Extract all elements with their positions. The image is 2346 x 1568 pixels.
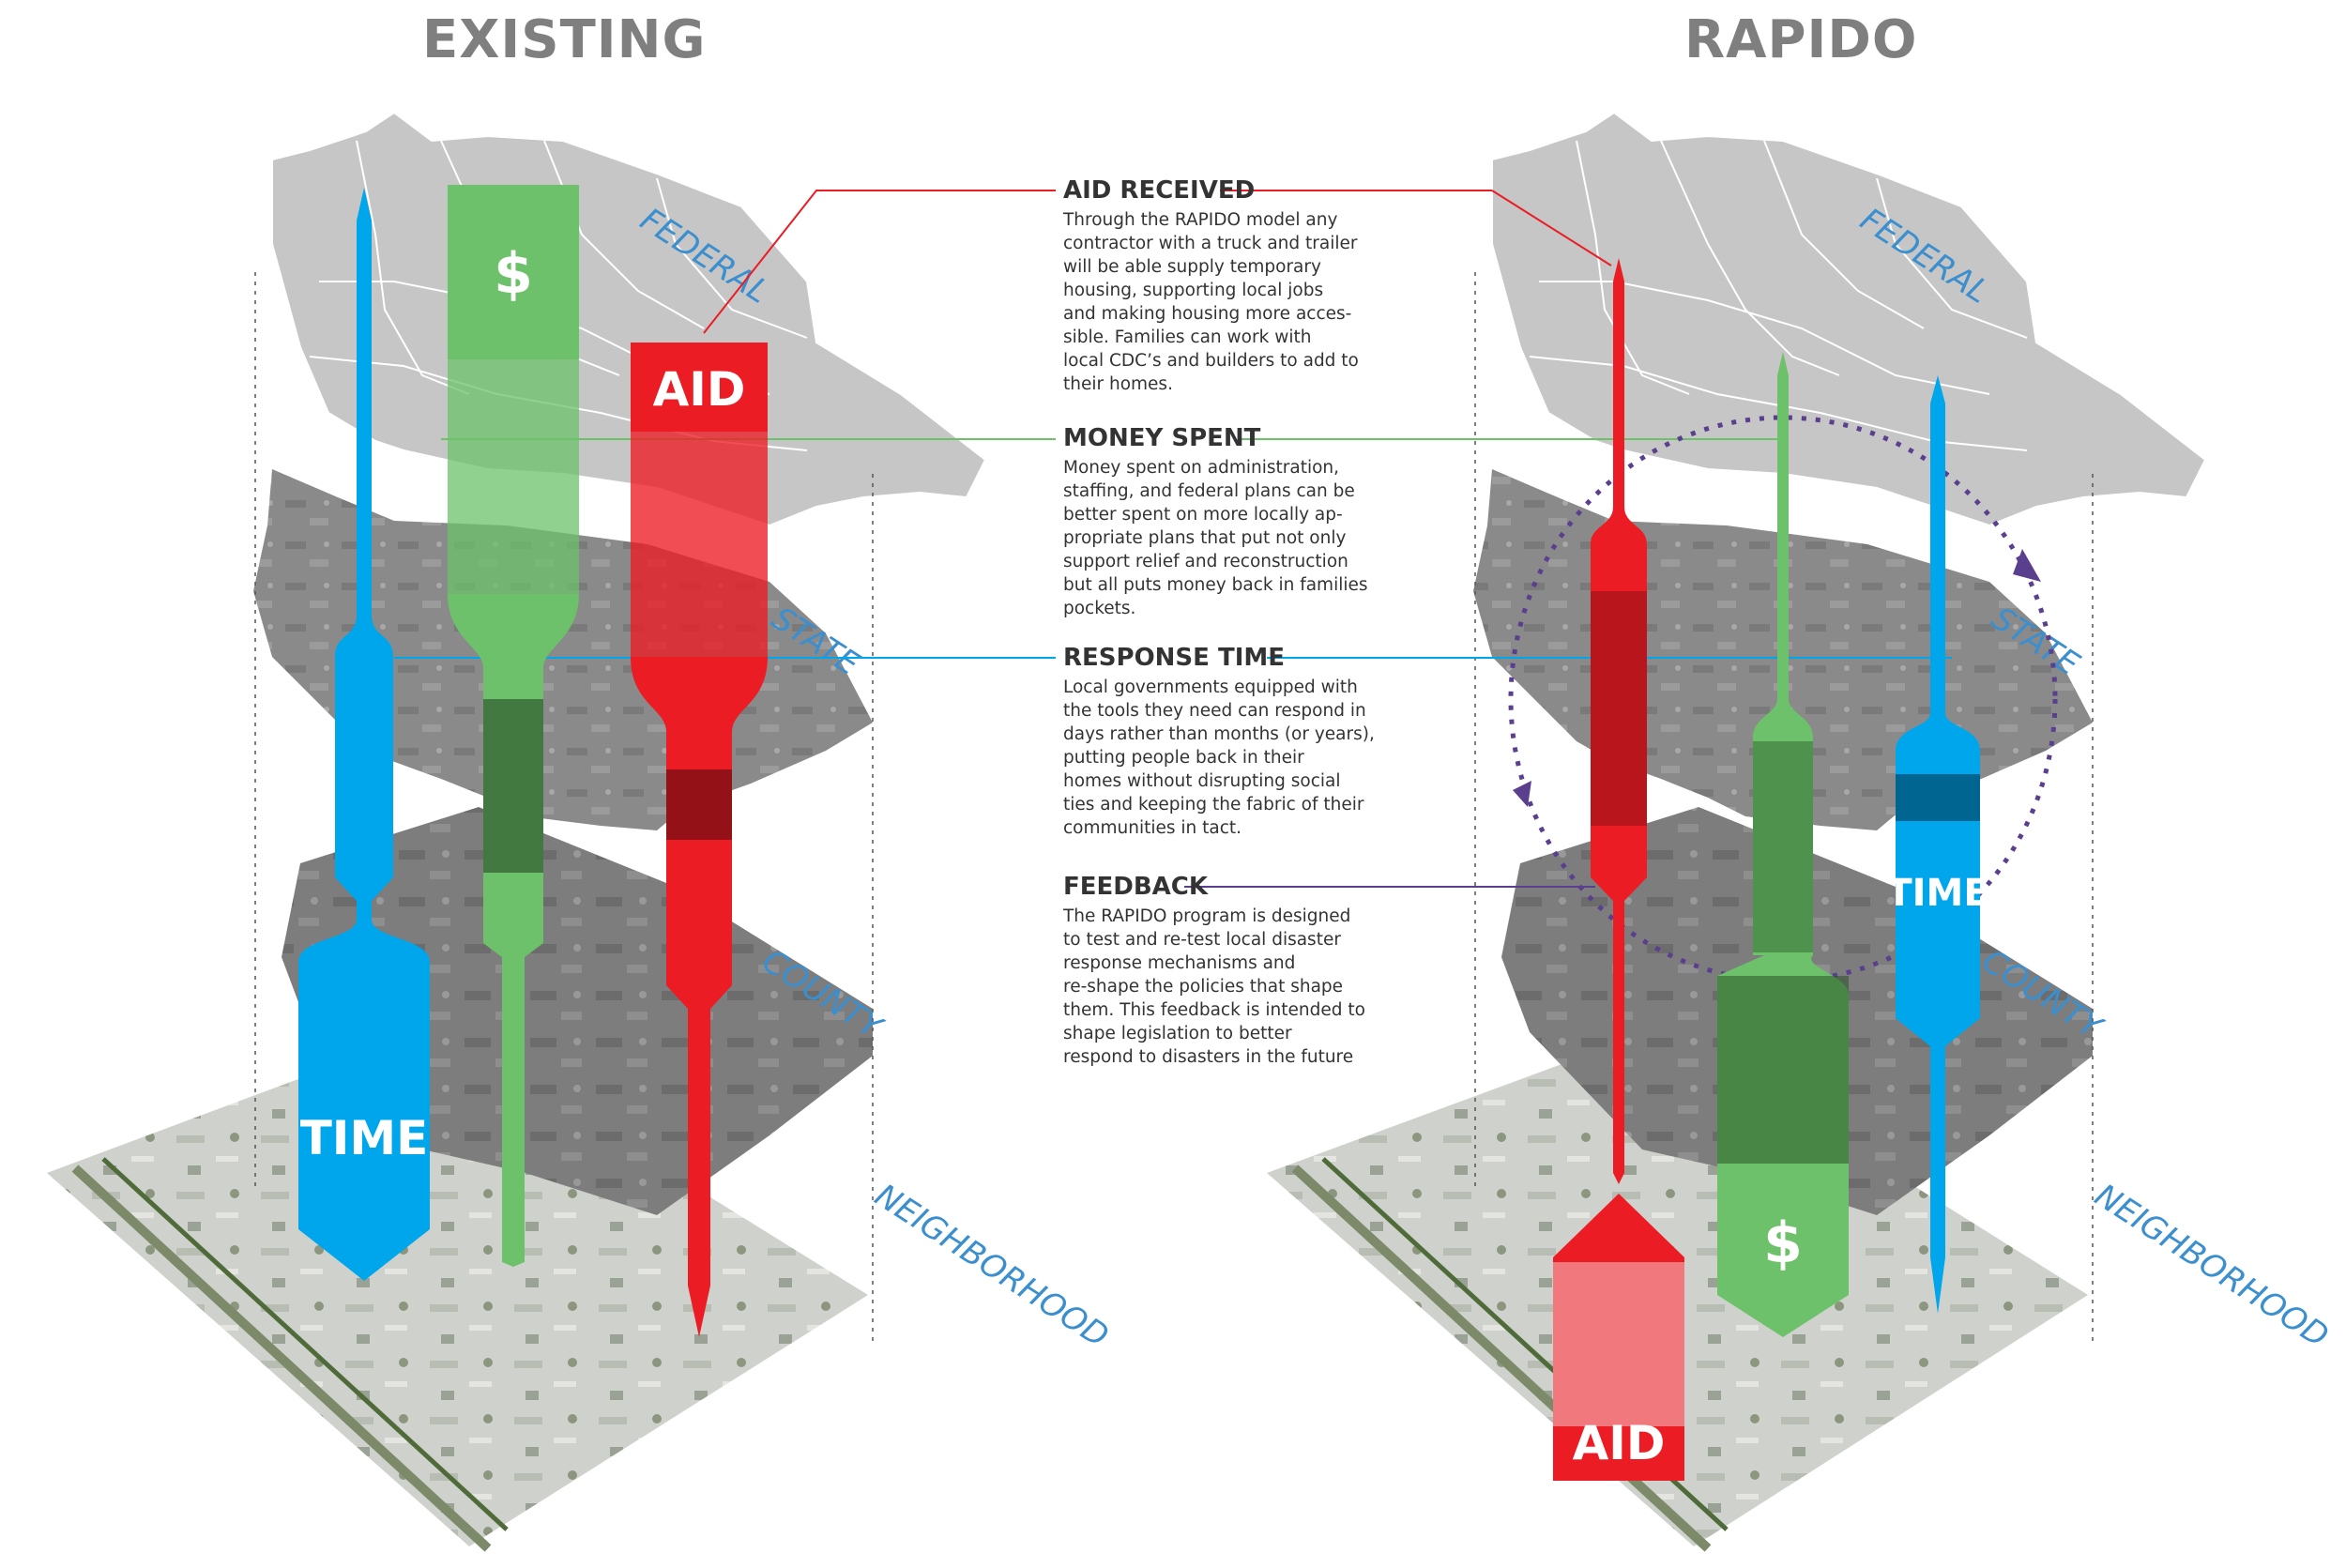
money-label-right: $ <box>1763 1210 1803 1276</box>
federal-layer-right <box>1491 111 2207 527</box>
existing-bars: TIME $ AID <box>298 185 768 1337</box>
block-aid-received: AID RECEIVED Through the RAPIDO model an… <box>1063 176 1382 396</box>
aid-label-right: AID <box>1573 1416 1666 1470</box>
money-bar-right-dark-band-upper <box>1753 741 1813 952</box>
federal-layer-left <box>271 111 987 527</box>
block-body: The RAPIDO program is designed to test a… <box>1063 906 1365 1067</box>
neighborhood-layer-left <box>47 1028 868 1546</box>
level-label-neighborhood-left: NEIGHBORHOOD <box>868 1177 1115 1355</box>
block-heading: FEEDBACK <box>1063 873 1209 901</box>
block-heading: MONEY SPENT <box>1063 424 1261 452</box>
money-bar-left <box>448 185 579 1267</box>
time-label-right: TIME <box>1886 872 1988 915</box>
connector-aid-received-drop <box>1491 190 1612 266</box>
block-feedback: FEEDBACK The RAPIDO program is designed … <box>1063 873 1382 1069</box>
time-bar-right-dark-band <box>1896 774 1980 821</box>
block-heading: AID RECEIVED <box>1063 176 1256 205</box>
feedback-arrow-head-left <box>1513 781 1531 807</box>
level-label-neighborhood-right: NEIGHBORHOOD <box>2088 1177 2335 1355</box>
connector-aid-received <box>703 190 1056 334</box>
road-left <box>71 1165 492 1552</box>
block-response-time: RESPONSE TIME Local governments equipped… <box>1063 644 1382 840</box>
block-body: Local governments equipped with the tool… <box>1063 677 1375 838</box>
money-label-left: $ <box>494 241 533 307</box>
rapido-bars: AID $ TIME <box>1508 258 2058 1481</box>
aid-bar-right-light-band <box>1553 1262 1684 1426</box>
block-heading: RESPONSE TIME <box>1063 644 1286 672</box>
aid-bar-left <box>631 343 768 1337</box>
road-right <box>1291 1165 1712 1552</box>
title-rapido: RAPIDO <box>1684 9 1918 70</box>
money-bar-right-dark-band <box>1717 976 1849 1164</box>
road-left-edge <box>101 1157 509 1531</box>
time-bar-left <box>298 188 430 1281</box>
block-body: Through the RAPIDO model any contractor … <box>1063 210 1359 394</box>
aid-bar-right-dark-band <box>1591 591 1647 826</box>
federal-borders-right <box>1529 140 2028 451</box>
aid-bar-left-dark-band <box>666 769 732 840</box>
block-money-spent: MONEY SPENT Money spent on administratio… <box>1063 424 1382 620</box>
block-body: Money spent on administration, staffing,… <box>1063 458 1368 618</box>
dotted-guides-left <box>254 272 874 1342</box>
existing-map-stack: FEDERAL STATE COUNTY NEIGHBORHOOD <box>47 111 1115 1552</box>
aid-label-left: AID <box>653 362 746 417</box>
title-existing: EXISTING <box>422 9 707 70</box>
feedback-arrow-head-right <box>2013 549 2041 582</box>
feedback-cycle <box>1508 415 2058 983</box>
time-label-left: TIME <box>300 1111 429 1165</box>
money-bar-left-dark-band <box>483 699 543 873</box>
dotted-guides-right <box>1474 272 2094 1342</box>
